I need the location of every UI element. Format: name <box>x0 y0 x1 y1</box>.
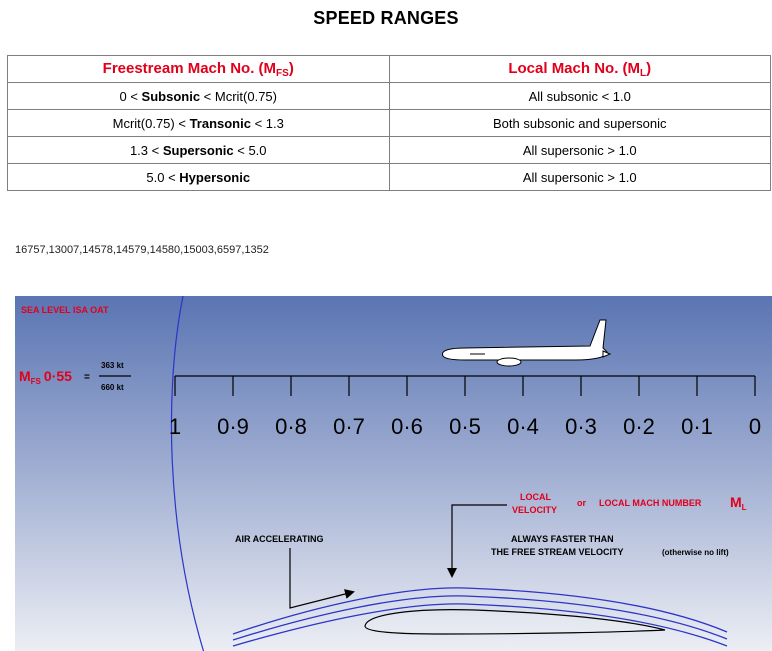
header-local-mach: Local Mach No. (ML) <box>388 55 771 83</box>
numerator-speed: 363 kt <box>101 361 124 370</box>
table-row: 5.0 < Hypersonic All supersonic > 1.0 <box>7 163 771 191</box>
scale-label: 0·6 <box>391 414 423 439</box>
or-label: or <box>577 498 586 508</box>
local-range: All subsonic < 1.0 <box>388 82 771 110</box>
air-accelerating-label: AIR ACCELERATING <box>235 534 324 544</box>
local-velocity-label-1: LOCAL <box>520 492 551 502</box>
scale-label: 0·5 <box>449 414 481 439</box>
free-stream-label: THE FREE STREAM VELOCITY <box>491 547 624 557</box>
local-range: All supersonic > 1.0 <box>388 136 771 164</box>
air-accelerating-arrow <box>289 548 355 609</box>
no-lift-label: (otherwise no lift) <box>662 548 729 557</box>
speed-ranges-table: Freestream Mach No. (MFS) Local Mach No.… <box>7 55 771 191</box>
equals-sign: = <box>84 372 90 383</box>
scale-label: 0·1 <box>681 414 713 439</box>
freestream-range: Mcrit(0.75) < Transonic < 1.3 <box>7 109 390 137</box>
scale-label: 0·3 <box>565 414 597 439</box>
scale-label: 0 <box>749 414 761 439</box>
table-row: 1.3 < Supersonic < 5.0 All supersonic > … <box>7 136 771 164</box>
reference-codes: 16757,13007,14578,14579,14580,15003,6597… <box>15 244 269 256</box>
scale-label: 0·4 <box>507 414 539 439</box>
ml-symbol: ML <box>730 494 747 512</box>
local-mach-number-label: LOCAL MACH NUMBER <box>599 498 702 508</box>
sea-level-label: SEA LEVEL ISA OAT <box>21 305 109 315</box>
streamlines <box>232 587 728 647</box>
scale-label: 0·9 <box>217 414 249 439</box>
freestream-range: 1.3 < Supersonic < 5.0 <box>7 136 390 164</box>
always-faster-label: ALWAYS FASTER THAN <box>511 534 614 544</box>
scale-label: 0·7 <box>333 414 365 439</box>
scale-label: 1 <box>169 414 181 439</box>
local-range: All supersonic > 1.0 <box>388 163 771 191</box>
scale-label: 0·2 <box>623 414 655 439</box>
table-row: 0 < Subsonic < Mcrit(0.75) All subsonic … <box>7 82 771 110</box>
aerofoil <box>364 609 666 635</box>
mach-scale: 1 0·9 0·8 0·7 0·6 0·5 0·4 0·3 0·2 0·1 0 <box>169 375 761 439</box>
local-velocity-label-2: VELOCITY <box>512 505 557 515</box>
local-range: Both subsonic and supersonic <box>388 109 771 137</box>
mach-boundary-curve <box>170 296 205 651</box>
table-row: Mcrit(0.75) < Transonic < 1.3 Both subso… <box>7 109 771 137</box>
header-freestream-mach: Freestream Mach No. (MFS) <box>7 55 390 83</box>
page-title: SPEED RANGES <box>313 8 459 28</box>
table-header-row: Freestream Mach No. (MFS) Local Mach No.… <box>7 55 771 83</box>
freestream-range: 5.0 < Hypersonic <box>7 163 390 191</box>
sky-background <box>15 296 772 651</box>
local-velocity-arrow <box>447 504 507 578</box>
scale-label: 0·8 <box>275 414 307 439</box>
denominator-speed: 660 kt <box>101 383 124 392</box>
airplane-icon <box>442 319 612 367</box>
freestream-range: 0 < Subsonic < Mcrit(0.75) <box>7 82 390 110</box>
